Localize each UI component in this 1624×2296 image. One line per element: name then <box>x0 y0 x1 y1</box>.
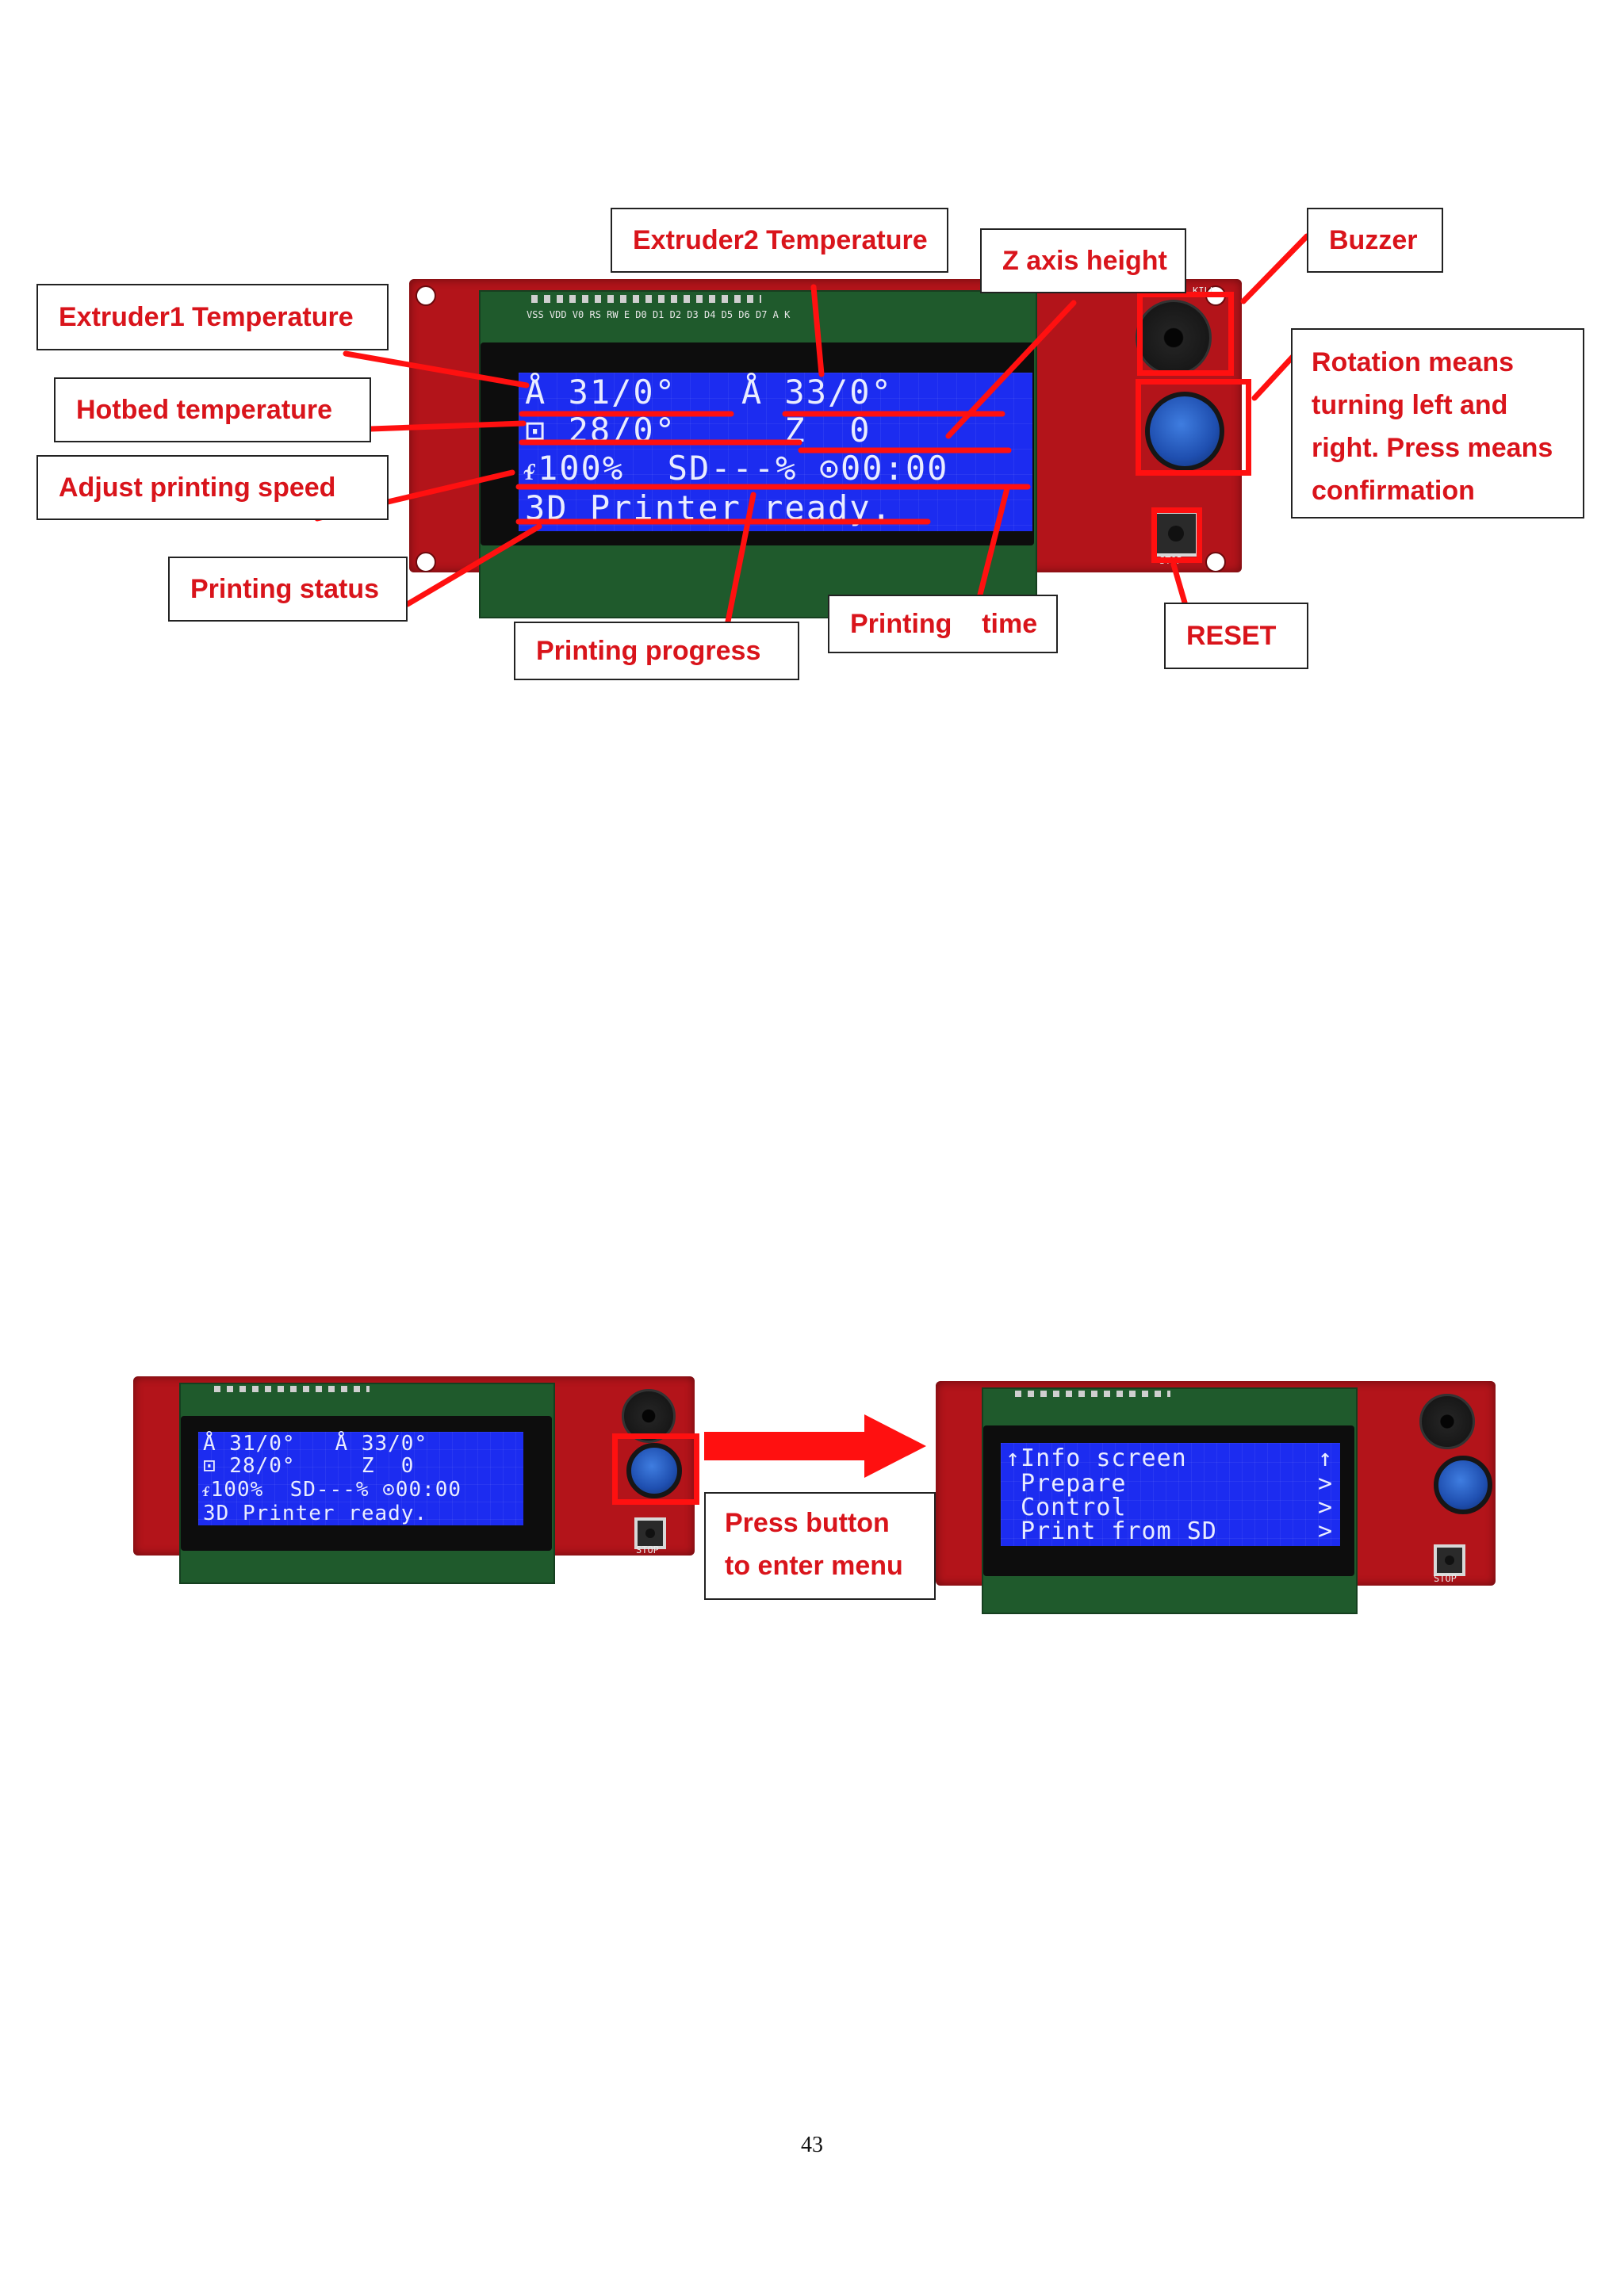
menu-item-info-screen[interactable]: ↑Info screen <box>1005 1445 1187 1472</box>
leader-line <box>404 523 542 607</box>
leader-line <box>1170 561 1188 606</box>
leader-line <box>977 485 1010 598</box>
knob-highlight <box>1136 379 1251 476</box>
leader-line <box>725 492 756 625</box>
reset-highlight <box>1151 507 1202 563</box>
mini-lcd-line-2: ⊡ 28/0° Z 0 <box>203 1454 415 1478</box>
label-extruder1-temperature: Extruder1 Temperature <box>36 284 389 350</box>
label-printing-status: Printing status <box>168 557 408 622</box>
label-printing-progress: Printing progress <box>514 622 799 680</box>
buzzer-highlight <box>1137 292 1234 376</box>
reset-button[interactable] <box>634 1517 666 1549</box>
mini-lcd-line-1: Å 31/0° Å 33/0° <box>203 1432 428 1456</box>
leader-line <box>810 284 825 377</box>
mount-hole <box>416 552 436 572</box>
mount-hole <box>416 285 436 306</box>
press-knob-highlight <box>612 1433 699 1505</box>
label-printing-time: Printing time <box>828 595 1058 653</box>
label-z-axis-height: Z axis height <box>980 228 1186 293</box>
label-adjust-printing-speed: Adjust printing speed <box>36 455 389 520</box>
page-number: 43 <box>801 2133 823 2157</box>
lcd-line-3: ᵳ100% SD---% ⊙00:00 <box>525 449 949 488</box>
leader-line <box>343 350 530 388</box>
label-buzzer: Buzzer <box>1307 208 1443 273</box>
stop-label: STOP <box>636 1544 659 1556</box>
pin-header-silkscreen: VSS VDD V0 RS RW E D0 D1 D2 D3 D4 D5 D6 … <box>527 309 791 320</box>
pin-header <box>214 1386 370 1392</box>
label-rotation-note: Rotation means turning left and right. P… <box>1291 328 1584 519</box>
mini-lcd-line-3: ᵳ100% SD---% ⊙00:00 <box>203 1478 462 1502</box>
menu-item-print-from-sd[interactable]: Print from SD <box>1005 1517 1217 1545</box>
buzzer-icon <box>1419 1394 1475 1449</box>
rotary-encoder-knob[interactable] <box>1145 392 1224 471</box>
mount-hole <box>1205 552 1226 572</box>
status-mini-lcd-screen: Å 31/0° Å 33/0° ⊡ 28/0° Z 0 ᵳ100% SD---%… <box>198 1432 523 1525</box>
chevron-right-icon: > <box>1318 1470 1335 1498</box>
leader-line <box>945 300 1077 439</box>
label-reset: RESET <box>1164 603 1308 669</box>
menu-scroll-up-icon: ↑ <box>1318 1445 1335 1472</box>
menu-item-prepare[interactable]: Prepare <box>1005 1470 1127 1498</box>
menu-lcd-screen: ↑Info screen Prepare Control Print from … <box>1001 1443 1340 1546</box>
label-press-button-note: Press button to enter menu <box>704 1492 936 1600</box>
menu-item-control[interactable]: Control <box>1005 1494 1127 1521</box>
mini-lcd-line-4: 3D Printer ready. <box>203 1502 428 1525</box>
pin-header <box>1015 1391 1170 1397</box>
pin-header <box>531 295 761 303</box>
lcd-line-1: Å 31/0° Å 33/0° <box>525 373 893 411</box>
chevron-right-icon: > <box>1318 1517 1335 1545</box>
leader-line <box>1251 352 1297 401</box>
label-extruder2-temperature: Extruder2 Temperature <box>611 208 948 273</box>
leader-line <box>346 420 527 433</box>
rotary-encoder-knob[interactable] <box>626 1443 682 1498</box>
reset-button[interactable] <box>1434 1544 1465 1576</box>
leader-lines <box>314 233 1310 625</box>
label-hotbed-temperature: Hotbed temperature <box>54 377 371 442</box>
stop-label: STOP <box>1434 1573 1457 1584</box>
buzzer-icon <box>1136 300 1212 376</box>
rotary-encoder-knob[interactable] <box>1434 1456 1492 1514</box>
chevron-right-icon: > <box>1318 1494 1335 1521</box>
leader-line <box>1240 233 1310 304</box>
